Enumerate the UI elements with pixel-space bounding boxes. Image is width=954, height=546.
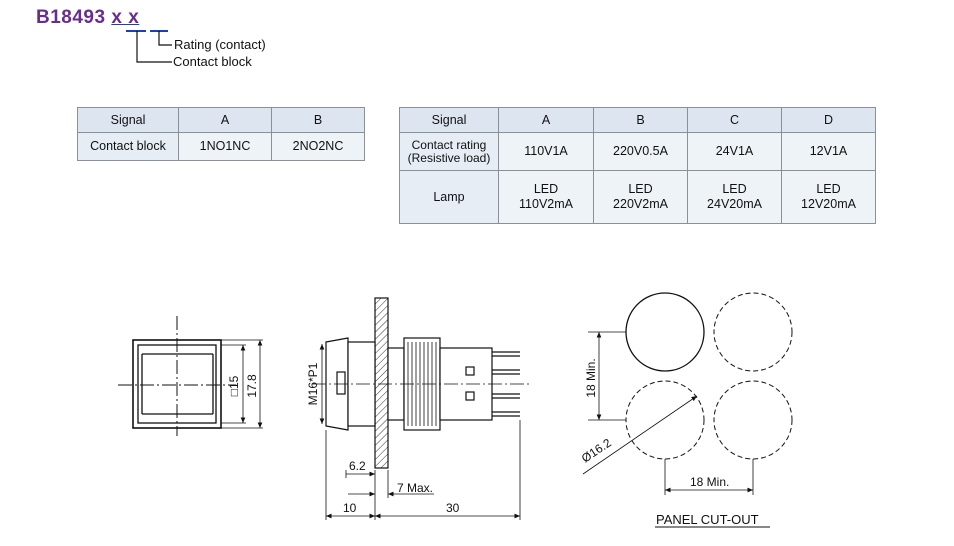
row-label-line: Contact rating <box>411 137 487 152</box>
cell-line: LED <box>722 182 747 196</box>
header-cell: B <box>593 107 688 133</box>
table-cell: 220V0.5A <box>593 132 688 171</box>
header-cell: D <box>781 107 876 133</box>
row-label: Contact rating (Resistive load) <box>399 132 499 171</box>
code-bracket-lines <box>126 30 172 63</box>
cell-line: LED <box>533 182 559 196</box>
part-code-base: B18493 <box>36 7 106 28</box>
header-cell: C <box>687 107 782 133</box>
table-row: Contact rating (Resistive load) 110V1A 2… <box>399 132 876 171</box>
cutout-dim-horizontal: 18 Min. <box>690 475 729 489</box>
part-code: B18493 x x <box>36 7 139 29</box>
rating-label: Rating (contact) <box>174 37 266 52</box>
contact-block-label: Contact block <box>173 54 252 69</box>
table-cell: 1NO1NC <box>178 132 272 161</box>
cell-line: LED <box>816 182 841 196</box>
cell-line: 220V2mA <box>613 197 668 211</box>
header-cell: A <box>178 107 272 133</box>
dim-30: 30 <box>446 501 460 515</box>
header-cell: B <box>271 107 365 133</box>
contact-block-table: Signal A B Contact block 1NO1NC 2NO2NC <box>77 107 365 161</box>
row-label-line: (Resistive load) <box>407 150 491 165</box>
front-dim-inner: □15 <box>227 375 241 396</box>
table-header-row: Signal A B C D <box>399 107 876 133</box>
cutout-dim-vertical: 18 Min. <box>584 358 598 397</box>
table-header-row: Signal A B <box>77 107 365 133</box>
panel-cutout <box>582 292 793 528</box>
table-cell: 110V1A <box>498 132 594 171</box>
table-cell: 24V1A <box>687 132 782 171</box>
part-code-suffix: x x <box>111 7 140 28</box>
dim-7-max: 7 Max. <box>397 481 433 495</box>
side-view <box>312 297 530 520</box>
thread-label: M16*P1 <box>306 362 320 405</box>
header-cell: A <box>498 107 594 133</box>
dim-10: 10 <box>343 501 357 515</box>
cutout-dim-diameter: Ø16.2 <box>579 435 614 465</box>
cell-line: LED <box>628 182 653 196</box>
dim-6-2: 6.2 <box>349 459 366 473</box>
front-dim-outer: 17.8 <box>245 374 259 398</box>
table-cell: 12V1A <box>781 132 876 171</box>
cell-line: 110V2mA <box>519 197 573 211</box>
row-label: Contact block <box>77 132 179 161</box>
table-row: Contact block 1NO1NC 2NO2NC <box>77 132 365 161</box>
cell-line: 24V20mA <box>707 197 762 211</box>
rating-table: Signal A B C D Contact rating (Resistive… <box>399 107 876 224</box>
table-cell: 2NO2NC <box>271 132 365 161</box>
header-cell: Signal <box>77 107 179 133</box>
header-cell: Signal <box>399 107 499 133</box>
cell-line: 12V20mA <box>801 197 856 211</box>
front-view <box>118 316 263 436</box>
cutout-title: PANEL CUT-OUT <box>656 512 759 527</box>
